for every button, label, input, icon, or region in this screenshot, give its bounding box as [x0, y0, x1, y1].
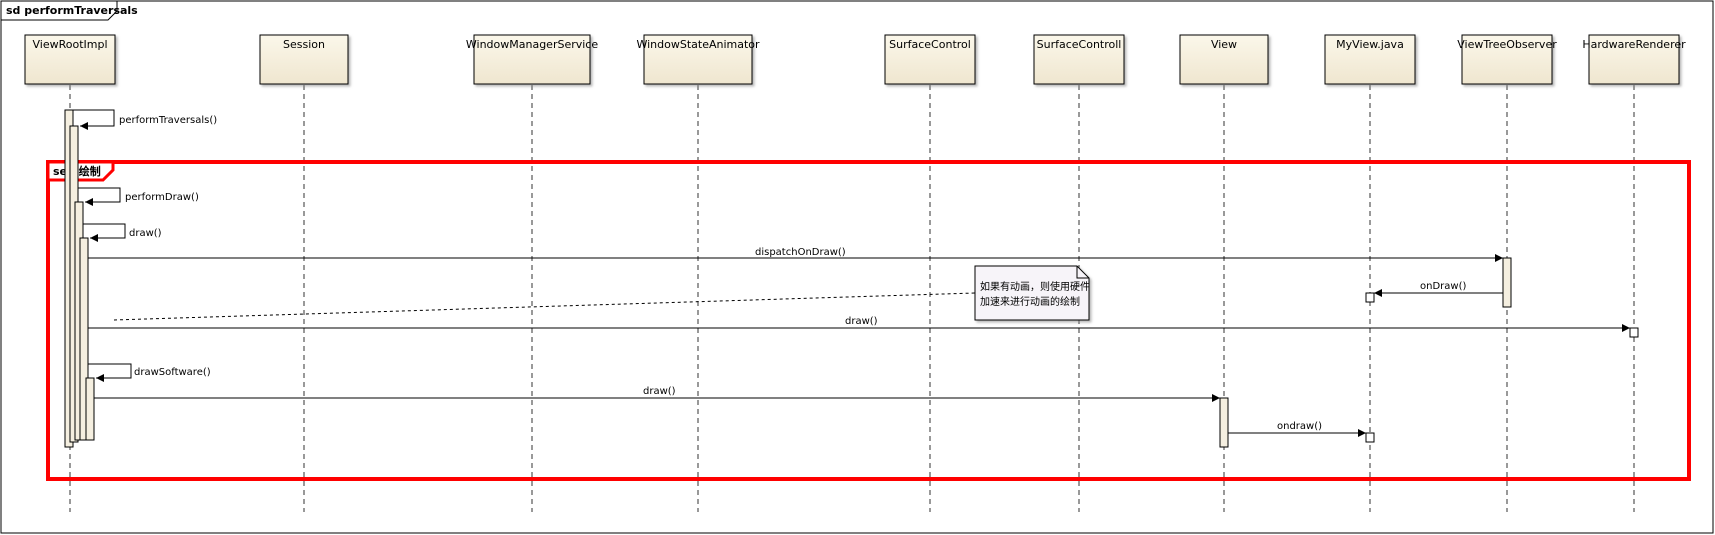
lifeline-box-viewrootimpl[interactable]	[24, 34, 116, 85]
lifeline-box-surfacecontrol[interactable]	[884, 34, 976, 85]
lifeline-viewrootimpl[interactable]: ViewRootImpl	[24, 34, 116, 85]
lifeline-windowstateanimator[interactable]: WindowStateAnimator	[636, 34, 760, 85]
lifeline-label-viewtreeobserver: ViewTreeObserver	[1457, 38, 1557, 51]
lifeline-box-hardwarerenderer[interactable]	[1588, 34, 1680, 85]
lifeline-label-myview-java: MyView.java	[1336, 38, 1404, 51]
message-label-performdraw: performDraw()	[125, 192, 199, 203]
activation-myview-2	[1365, 432, 1375, 443]
lifeline-session[interactable]: Session	[259, 34, 349, 85]
lifeline-label-surfacecontrol: SurfaceControl	[889, 38, 971, 51]
lifeline-headers: ViewRootImpl Session WindowManagerService W…	[24, 34, 1686, 85]
activation-hardwarerenderer	[1629, 327, 1639, 338]
lifeline-box-windowstateanimator[interactable]	[643, 34, 753, 85]
message-self-drawsoftware	[88, 363, 132, 382]
message-label-ondraw: onDraw()	[1420, 281, 1466, 292]
message-label-draw-self: draw()	[129, 228, 162, 239]
lifeline-label-windowstateanimator: WindowStateAnimator	[636, 38, 760, 51]
lifeline-box-windowmanagerservice[interactable]	[473, 34, 591, 85]
message-self-performtraversals	[73, 109, 115, 130]
lifeline-box-view[interactable]	[1179, 34, 1269, 85]
message-label-performtraversals: performTraversals()	[119, 115, 217, 126]
lifeline-label-surfacecontroll: SurfaceControll	[1037, 38, 1122, 51]
activation-viewtreeobserver	[1502, 257, 1512, 308]
lifeline-viewtreeobserver[interactable]: ViewTreeObserver	[1457, 34, 1557, 85]
note	[974, 265, 1090, 321]
lifeline-box-myview-java[interactable]	[1324, 34, 1416, 85]
lifeline-hardwarerenderer[interactable]: HardwareRenderer	[1582, 34, 1686, 85]
message-label-dispatchondraw: dispatchOnDraw()	[755, 247, 846, 258]
message-self-performdraw	[78, 187, 121, 206]
message-label-drawsoftware: drawSoftware()	[134, 367, 211, 378]
lifeline-label-windowmanagerservice: WindowManagerService	[466, 38, 598, 51]
lifeline-box-surfacecontroll[interactable]	[1033, 34, 1125, 85]
message-self-draw	[83, 223, 126, 242]
lifeline-label-view: View	[1211, 38, 1237, 51]
seq-fragment-frame	[46, 160, 1691, 481]
lifeline-surfacecontrol[interactable]: SurfaceControl	[884, 34, 976, 85]
activation-viewrootimpl-5	[85, 377, 95, 441]
activation-viewrootimpl-4	[79, 237, 89, 441]
activation-myview-1	[1365, 292, 1375, 303]
lifeline-label-session: Session	[283, 38, 325, 51]
message-label-ondraw-myview: ondraw()	[1277, 421, 1322, 432]
note-line-1: 如果有动画，则使用硬件	[980, 280, 1090, 293]
message-label-draw-view: draw()	[643, 386, 676, 397]
activation-view	[1219, 397, 1229, 448]
diagram-frame-tab	[0, 0, 118, 21]
lifeline-view[interactable]: View	[1179, 34, 1269, 85]
lifeline-label-viewrootimpl: ViewRootImpl	[32, 38, 107, 51]
lifeline-box-session[interactable]	[259, 34, 349, 85]
message-label-draw-hardware: draw()	[845, 316, 878, 327]
lifeline-surfacecontroll[interactable]: SurfaceControll	[1033, 34, 1125, 85]
lifeline-myview-java[interactable]: MyView.java	[1324, 34, 1416, 85]
note-line-2: 加速来进行动画的绘制	[980, 295, 1080, 308]
seq-fragment-tab	[46, 160, 115, 182]
diagram-title: sd performTraversals	[6, 4, 138, 17]
lifeline-box-viewtreeobserver[interactable]	[1461, 34, 1553, 85]
lifeline-label-hardwarerenderer: HardwareRenderer	[1582, 38, 1686, 51]
lifeline-windowmanagerservice[interactable]: WindowManagerService	[466, 34, 598, 85]
